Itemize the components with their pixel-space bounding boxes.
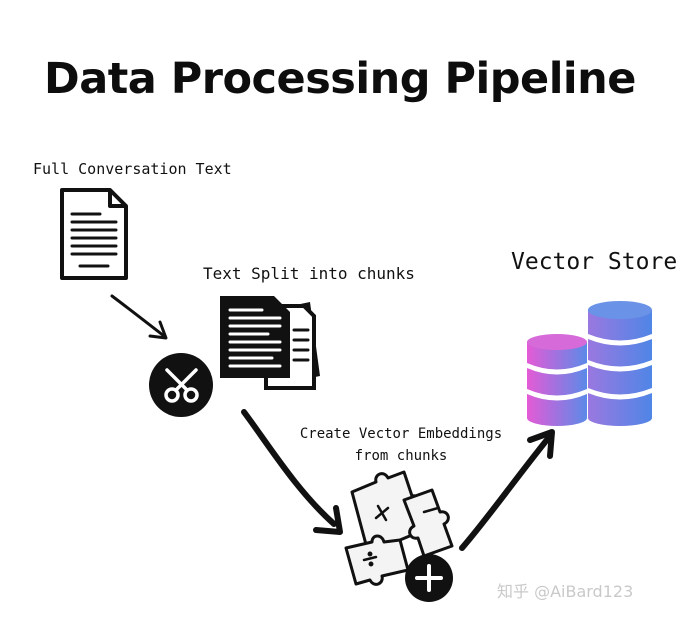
- arrow-doc-to-split: [110, 294, 168, 340]
- document-icon: [60, 188, 128, 280]
- scissors-icon: [149, 353, 213, 417]
- embeddings-label: Create Vector Embeddings from chunks: [299, 426, 503, 464]
- arrow-split-to-embed: [241, 409, 343, 535]
- page-title: Data Processing Pipeline: [44, 54, 636, 104]
- arrow-embed-to-store: [459, 429, 555, 551]
- split-label: Text Split into chunks: [203, 264, 415, 283]
- full-text-label: Full Conversation Text: [33, 160, 232, 178]
- vector-store-label: Vector Store: [511, 249, 678, 275]
- database-icon: [527, 301, 652, 426]
- documents-stack-icon: [220, 296, 320, 390]
- watermark: 知乎 @AiBard123: [497, 582, 634, 601]
- plus-icon: [405, 554, 453, 602]
